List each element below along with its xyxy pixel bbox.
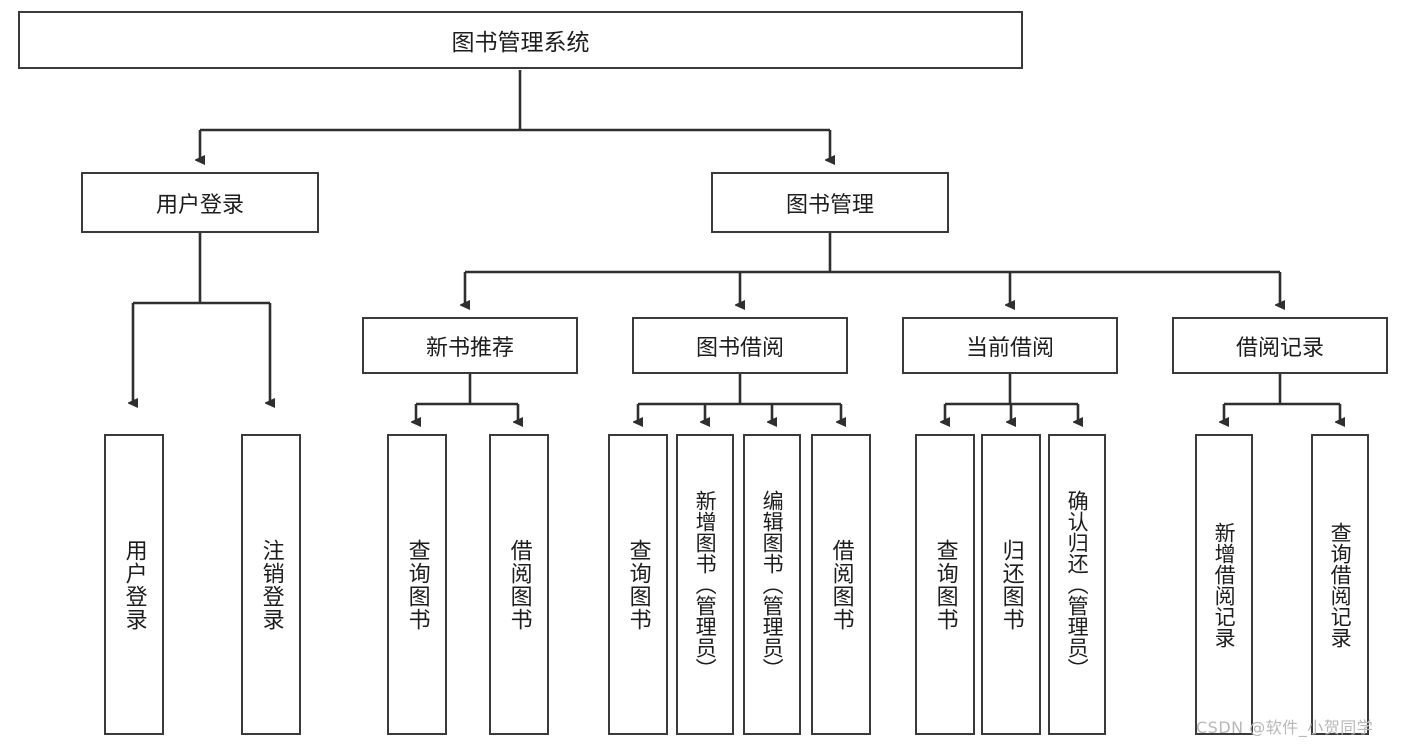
node-new-book-recommend[interactable]: 新书推荐 xyxy=(362,317,578,374)
node-label: 查询图书 xyxy=(404,538,430,631)
node-label: 新增借阅记录 xyxy=(1212,521,1237,648)
node-borrow-record[interactable]: 借阅记录 xyxy=(1172,317,1388,374)
node-label: 归还图书 xyxy=(998,538,1024,631)
node-label: 借阅图书 xyxy=(506,538,532,631)
node-label: 当前借阅 xyxy=(965,335,1054,361)
node-label: 图书管理系统 xyxy=(451,30,590,56)
leaf-edit-book-admin[interactable]: 编辑图书（管理员） xyxy=(743,434,801,735)
watermark-text: CSDN @软件_小贺同学 xyxy=(1196,718,1374,737)
leaf-query-book-current[interactable]: 查询图书 xyxy=(915,434,975,735)
leaf-add-book-admin[interactable]: 新增图书（管理员） xyxy=(676,434,734,735)
node-label: 图书管理 xyxy=(785,192,874,218)
leaf-borrow-book-recommend[interactable]: 借阅图书 xyxy=(489,434,549,735)
leaf-query-book-borrow[interactable]: 查询图书 xyxy=(608,434,668,735)
node-label: 用户登录 xyxy=(155,192,244,218)
node-label: 编辑图书（管理员） xyxy=(760,490,785,679)
leaf-user-login[interactable]: 用户登录 xyxy=(104,434,164,735)
node-label: 查询图书 xyxy=(932,538,958,631)
node-book-borrow[interactable]: 图书借阅 xyxy=(632,317,848,374)
node-user-login[interactable]: 用户登录 xyxy=(81,172,319,233)
node-label: 新增图书（管理员） xyxy=(693,490,718,679)
leaf-borrow-book[interactable]: 借阅图书 xyxy=(811,434,871,735)
node-label: 借阅记录 xyxy=(1235,335,1324,361)
node-current-borrow[interactable]: 当前借阅 xyxy=(902,317,1118,374)
node-label: 图书借阅 xyxy=(695,335,784,361)
node-label: 确认归还（管理员） xyxy=(1065,490,1090,679)
node-root-system[interactable]: 图书管理系统 xyxy=(18,11,1023,69)
leaf-confirm-return-admin[interactable]: 确认归还（管理员） xyxy=(1048,434,1106,735)
node-label: 注销登录 xyxy=(258,538,284,631)
node-label: 用户登录 xyxy=(121,538,147,631)
leaf-add-borrow-record[interactable]: 新增借阅记录 xyxy=(1195,434,1253,735)
leaf-query-borrow-record[interactable]: 查询借阅记录 xyxy=(1311,434,1369,735)
node-label: 借阅图书 xyxy=(828,538,854,631)
node-label: 新书推荐 xyxy=(425,335,514,361)
node-book-management[interactable]: 图书管理 xyxy=(711,172,949,233)
leaf-user-logout[interactable]: 注销登录 xyxy=(241,434,301,735)
node-label: 查询图书 xyxy=(625,538,651,631)
leaf-return-book[interactable]: 归还图书 xyxy=(981,434,1041,735)
leaf-query-book-recommend[interactable]: 查询图书 xyxy=(387,434,447,735)
node-label: 查询借阅记录 xyxy=(1328,521,1353,648)
